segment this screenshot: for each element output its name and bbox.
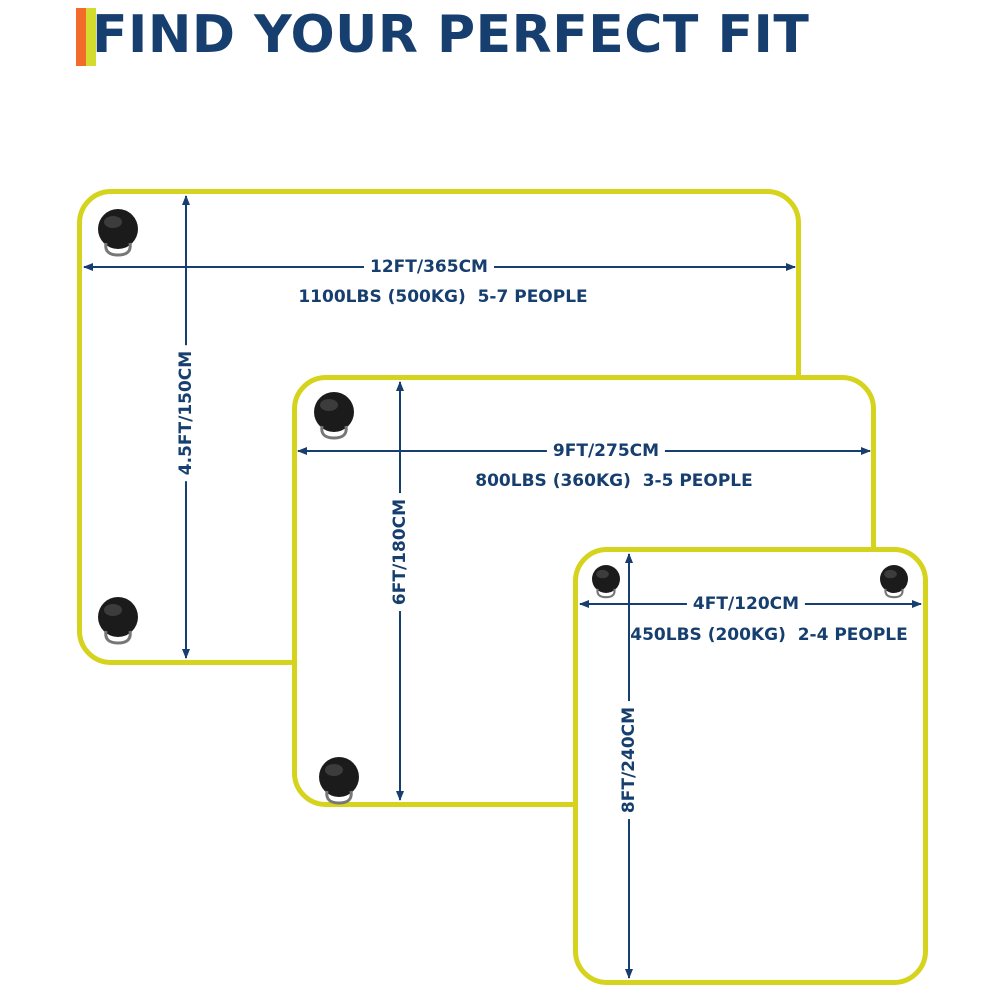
capacity-weight-large: 1100LBS (500KG) <box>298 287 466 307</box>
capacity-medium: 800LBS (360KG) 3-5 PEOPLE <box>475 471 753 491</box>
height-label-medium: 6FT/180CM <box>390 492 410 612</box>
anchor-icon <box>878 563 910 599</box>
capacity-weight-small: 450LBS (200KG) <box>630 625 786 645</box>
capacity-people-small: 2-4 PEOPLE <box>797 625 908 645</box>
width-label-large: 12FT/365CM <box>364 257 494 277</box>
page-title: FIND YOUR PERFECT FIT <box>92 5 810 65</box>
capacity-large: 1100LBS (500KG) 5-7 PEOPLE <box>298 287 587 307</box>
width-label-small: 4FT/120CM <box>686 594 806 614</box>
height-label-small: 8FT/240CM <box>619 700 639 820</box>
anchor-icon <box>312 390 356 440</box>
accent-bar-orange <box>76 8 86 66</box>
capacity-weight-medium: 800LBS (360KG) <box>475 471 631 491</box>
anchor-icon <box>317 755 361 805</box>
anchor-icon <box>96 207 140 257</box>
capacity-small: 450LBS (200KG) 2-4 PEOPLE <box>630 625 908 645</box>
anchor-icon <box>590 563 622 599</box>
capacity-people-large: 5-7 PEOPLE <box>477 287 588 307</box>
width-label-medium: 9FT/275CM <box>546 441 666 461</box>
height-label-large: 4.5FT/150CM <box>176 344 196 482</box>
accent-bar-yellow <box>86 8 96 66</box>
capacity-people-medium: 3-5 PEOPLE <box>642 471 753 491</box>
anchor-icon <box>96 595 140 645</box>
